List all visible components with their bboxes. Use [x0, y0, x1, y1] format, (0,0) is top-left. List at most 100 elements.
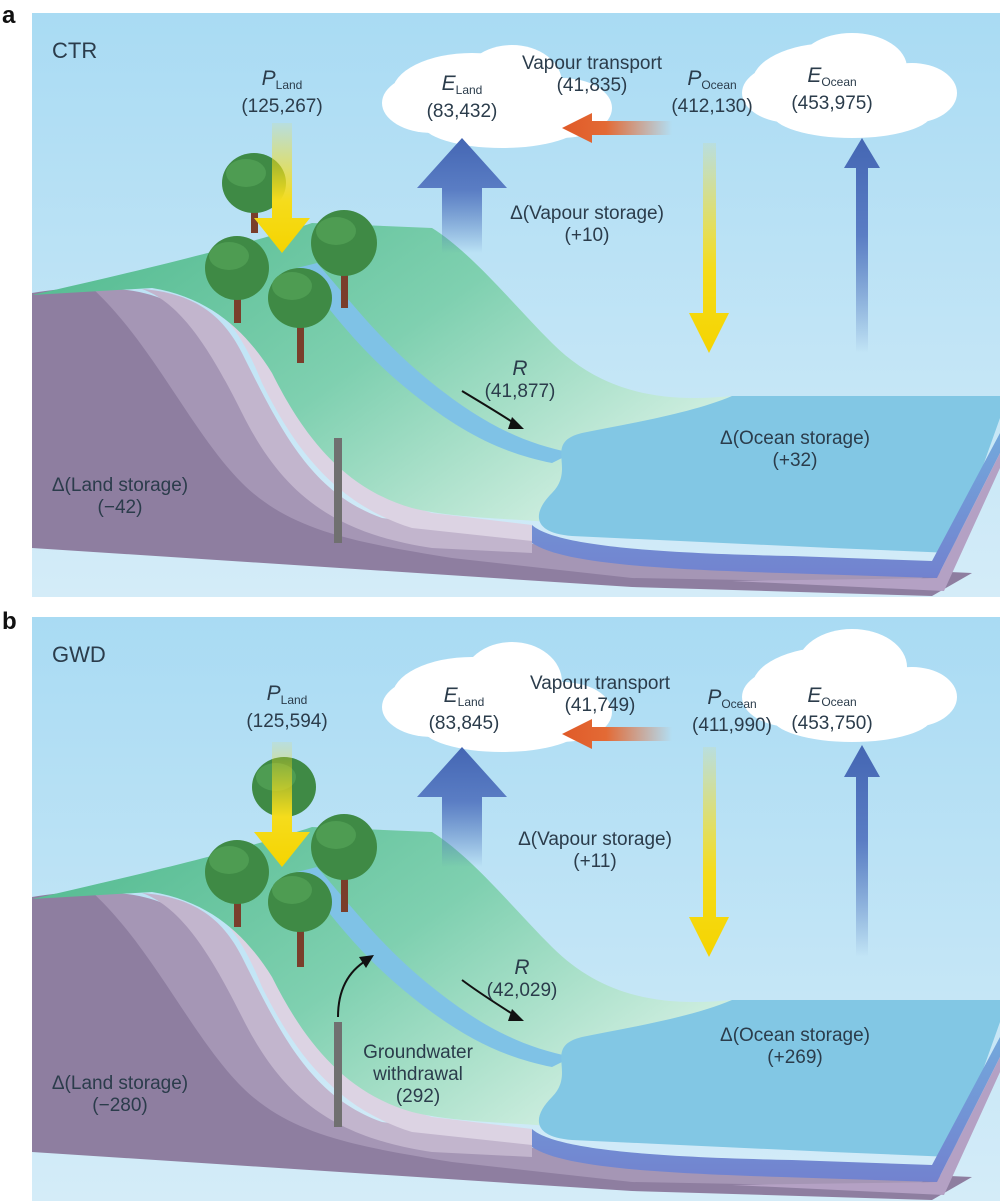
p-land-symbol: P	[266, 682, 281, 705]
e-ocean-value: (453,975)	[791, 93, 873, 114]
panel-letter-a: a	[2, 2, 16, 29]
runoff-value: (41,877)	[484, 381, 556, 402]
p-land-arrow	[254, 742, 310, 867]
ocean	[538, 396, 1000, 553]
e-land-label: ELand (83,432)	[427, 73, 498, 123]
land-storage-text: Δ(Land storage)	[51, 475, 189, 496]
scenario-label: CTR	[52, 38, 98, 63]
bedrock-layer-3	[142, 893, 532, 1157]
trees	[205, 153, 377, 363]
vapour-storage-label: Δ(Vapour storage) (+11)	[518, 829, 672, 873]
land-storage-label: Δ(Land storage) (−280)	[52, 1073, 188, 1117]
bedrock-layer-2	[92, 892, 932, 1187]
p-ocean-sub: Ocean	[701, 78, 737, 92]
e-land-arrow	[417, 138, 507, 253]
e-ocean-label: EOcean (453,975)	[791, 65, 872, 115]
cloud-land	[382, 642, 612, 752]
vapour-transport-value: (41,835)	[556, 75, 628, 96]
runoff-arrowhead	[508, 1009, 524, 1021]
p-land-sub: Land	[280, 693, 308, 707]
p-land-value: (125,267)	[241, 96, 323, 117]
e-ocean-arrow	[844, 138, 880, 353]
p-land-sub: Land	[275, 78, 303, 92]
groundwater-withdrawal-value: (292)	[395, 1086, 441, 1107]
e-land-sub: Land	[455, 83, 483, 97]
vapour-transport-label: Vapour transport (41,749)	[530, 673, 670, 717]
vapour-transport-label: Vapour transport (41,835)	[522, 53, 662, 97]
e-ocean-label: EOcean (453,750)	[791, 685, 872, 735]
vapour-transport-value: (41,749)	[564, 695, 636, 716]
e-ocean-value: (453,750)	[791, 713, 873, 734]
trees	[205, 757, 377, 967]
ocean-storage-label: Δ(Ocean storage) (+32)	[720, 428, 870, 472]
groundwater-withdrawal-line1: Groundwater	[363, 1042, 473, 1063]
ocean-storage-value: (+269)	[767, 1047, 823, 1068]
e-ocean-symbol: E	[807, 684, 822, 707]
runoff-arrowhead	[508, 417, 524, 429]
vapour-storage-text: Δ(Vapour storage)	[510, 203, 664, 224]
land-storage-text: Δ(Land storage)	[51, 1073, 189, 1094]
ctr-diagram	[32, 13, 1000, 597]
vapour-transport-arrow	[562, 113, 672, 143]
bedrock-layer-3	[142, 289, 532, 553]
bedrock-layer	[32, 892, 972, 1200]
panel-gwd: GWD PLand (125,594) ELand (83,845) Vapou…	[32, 617, 1000, 1201]
p-land-value: (125,594)	[246, 711, 328, 732]
vapour-transport-text: Vapour transport	[521, 53, 663, 74]
ocean-storage-text: Δ(Ocean storage)	[720, 428, 870, 449]
e-ocean-sub: Ocean	[821, 695, 857, 709]
well-pipe	[334, 438, 342, 543]
well-pipe	[334, 1022, 342, 1127]
land-storage-value: (−42)	[97, 497, 143, 518]
ocean-storage-label: Δ(Ocean storage) (+269)	[720, 1025, 870, 1069]
p-ocean-label: POcean (411,990)	[692, 687, 772, 737]
bedrock-layer-2	[92, 288, 932, 583]
p-ocean-label: POcean (412,130)	[671, 68, 752, 118]
groundwater-withdrawal-line2: withdrawal	[373, 1064, 463, 1085]
gwd-diagram	[32, 617, 1000, 1201]
p-ocean-symbol: P	[687, 67, 702, 90]
groundwater-withdrawal-arrowhead	[359, 955, 374, 968]
p-ocean-arrow	[689, 747, 729, 957]
e-land-value: (83,432)	[426, 101, 498, 122]
vapour-storage-text: Δ(Vapour storage)	[518, 829, 672, 850]
panel-ctr: CTR PLand (125,267) ELand (83,432) Vapou…	[32, 13, 1000, 597]
p-land-label: PLand (125,267)	[241, 68, 322, 118]
runoff-value: (42,029)	[486, 980, 558, 1001]
p-ocean-arrow	[689, 143, 729, 353]
p-ocean-symbol: P	[707, 686, 722, 709]
p-land-arrow	[254, 123, 310, 253]
ocean-storage-text: Δ(Ocean storage)	[720, 1025, 870, 1046]
vapour-storage-value: (+11)	[573, 851, 617, 872]
groundwater-withdrawal-arrow	[337, 959, 368, 1018]
runoff-label: R (42,029)	[487, 957, 558, 1002]
runoff-label: R (41,877)	[485, 358, 556, 403]
e-ocean-symbol: E	[807, 64, 822, 87]
vapour-transport-arrow	[562, 719, 672, 749]
e-land-sub: Land	[457, 695, 485, 709]
e-land-label: ELand (83,845)	[429, 685, 500, 735]
e-land-symbol: E	[441, 72, 456, 95]
land-storage-value: (−280)	[92, 1095, 148, 1116]
p-land-label: PLand (125,594)	[246, 683, 327, 733]
vapour-storage-value: (+10)	[564, 225, 610, 246]
ocean	[538, 1000, 1000, 1157]
vapour-transport-text: Vapour transport	[529, 673, 671, 694]
land-storage-label: Δ(Land storage) (−42)	[52, 475, 188, 519]
e-ocean-sub: Ocean	[821, 75, 857, 89]
e-land-symbol: E	[443, 684, 458, 707]
p-ocean-value: (411,990)	[692, 715, 772, 736]
bedrock-layer	[32, 288, 972, 596]
groundwater-withdrawal-label: Groundwater withdrawal (292)	[363, 1042, 473, 1108]
runoff-symbol: R	[512, 357, 528, 380]
p-ocean-sub: Ocean	[721, 697, 757, 711]
ocean-storage-value: (+32)	[772, 450, 818, 471]
land-surface	[32, 827, 732, 1127]
p-land-symbol: P	[261, 67, 276, 90]
panel-letter-b: b	[2, 608, 17, 635]
runoff-symbol: R	[514, 956, 530, 979]
land-surface	[32, 223, 732, 523]
cloud-ocean	[742, 629, 957, 742]
e-ocean-arrow	[844, 745, 880, 957]
scenario-label: GWD	[52, 642, 106, 667]
